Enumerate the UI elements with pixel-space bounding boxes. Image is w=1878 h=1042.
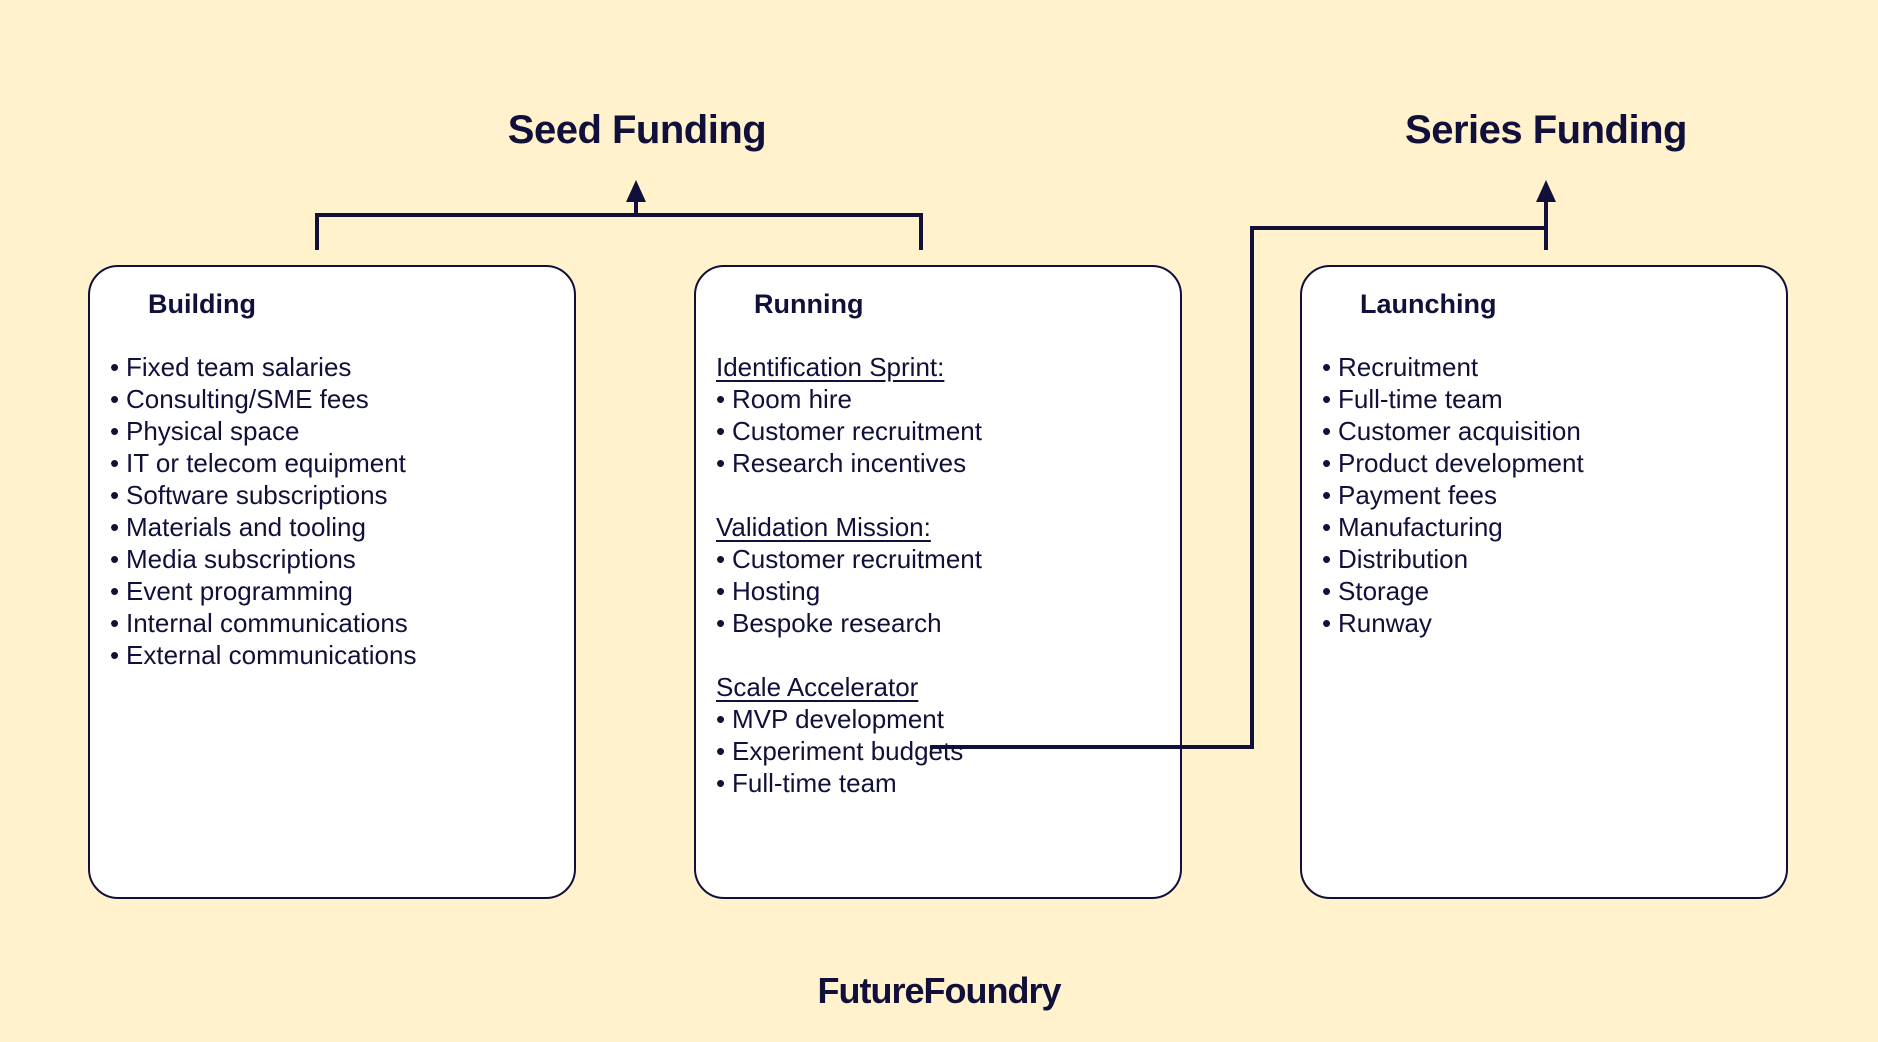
section-item-list: MVP development Experiment budgets Full-… [716, 703, 982, 799]
list-item: Software subscriptions [110, 479, 416, 511]
list-item: Runway [1322, 607, 1584, 639]
list-item: Consulting/SME fees [110, 383, 416, 415]
seed-bracket-line [315, 213, 923, 250]
building-item-list: Fixed team salaries Consulting/SME fees … [110, 351, 416, 671]
list-item: Physical space [110, 415, 416, 447]
series-arrowhead-icon [1536, 180, 1556, 202]
section-heading: Validation Mission: [716, 512, 931, 542]
section-heading: Scale Accelerator [716, 672, 919, 702]
list-item: External communications [110, 639, 416, 671]
list-item: Room hire [716, 383, 982, 415]
list-item: Media subscriptions [110, 543, 416, 575]
series-funding-title: Series Funding [1405, 108, 1687, 152]
launching-item-list: Recruitment Full-time team Customer acqu… [1322, 351, 1584, 639]
running-card-title: Running [754, 289, 864, 319]
launching-card: Launching Recruitment Full-time team Cus… [1300, 265, 1788, 899]
list-item: Internal communications [110, 607, 416, 639]
seed-funding-title: Seed Funding [507, 108, 767, 152]
list-item: Manufacturing [1322, 511, 1584, 543]
list-item: Full-time team [716, 767, 982, 799]
list-item: Event programming [110, 575, 416, 607]
running-card: Running Identification Sprint: Room hire… [694, 265, 1182, 899]
building-card-title: Building [148, 289, 256, 319]
list-item: Materials and tooling [110, 511, 416, 543]
list-item: Full-time team [1322, 383, 1584, 415]
launching-card-body: Recruitment Full-time team Customer acqu… [1322, 351, 1584, 639]
seed-arrowhead-icon [626, 180, 646, 202]
building-card: Building Fixed team salaries Consulting/… [88, 265, 576, 899]
building-card-body: Fixed team salaries Consulting/SME fees … [110, 351, 416, 671]
list-item: Experiment budgets [716, 735, 982, 767]
list-item: IT or telecom equipment [110, 447, 416, 479]
list-item: Bespoke research [716, 607, 982, 639]
section-item-list: Room hire Customer recruitment Research … [716, 383, 982, 479]
running-card-body: Identification Sprint: Room hire Custome… [716, 351, 982, 831]
section-heading: Identification Sprint: [716, 352, 945, 382]
list-item: MVP development [716, 703, 982, 735]
list-item: Customer acquisition [1322, 415, 1584, 447]
identification-sprint-section: Identification Sprint: Room hire Custome… [716, 351, 982, 479]
list-item: Fixed team salaries [110, 351, 416, 383]
list-item: Product development [1322, 447, 1584, 479]
list-item: Customer recruitment [716, 543, 982, 575]
list-item: Hosting [716, 575, 982, 607]
list-item: Distribution [1322, 543, 1584, 575]
list-item: Customer recruitment [716, 415, 982, 447]
list-item: Storage [1322, 575, 1584, 607]
section-item-list: Customer recruitment Hosting Bespoke res… [716, 543, 982, 639]
validation-mission-section: Validation Mission: Customer recruitment… [716, 511, 982, 639]
list-item: Payment fees [1322, 479, 1584, 511]
futurefoundry-logo: FutureFoundry [817, 970, 1062, 1011]
list-item: Research incentives [716, 447, 982, 479]
list-item: Recruitment [1322, 351, 1584, 383]
launching-card-title: Launching [1360, 289, 1497, 319]
scale-accelerator-section: Scale Accelerator MVP development Experi… [716, 671, 982, 799]
